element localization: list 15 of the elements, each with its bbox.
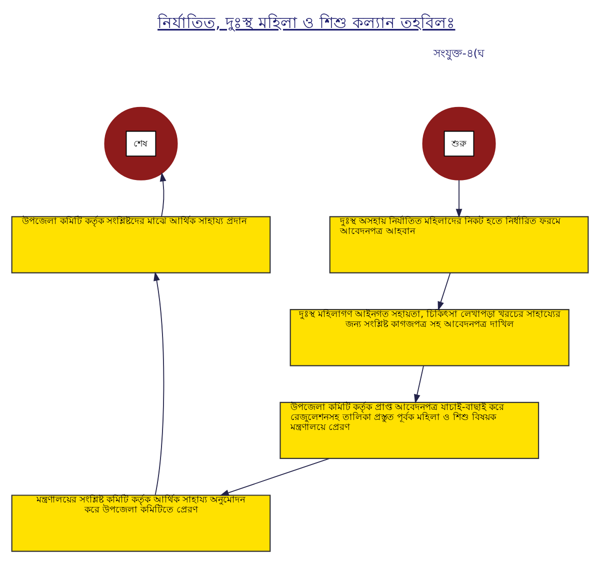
node-box: দুঃস্থ অসহায় নির্যাতিত মহিলাদের নিকট হতে নির্ধারিত ফরমে আবেদনপত্র আহবান <box>329 216 589 273</box>
arrow <box>414 364 424 404</box>
diagram-title: নির্যাতিত, দুঃস্থ মহিলা ও শিশু কল্যান তহবিলঃ <box>158 13 456 32</box>
arrow <box>160 172 166 217</box>
arrow <box>456 179 462 218</box>
label: সংযুক্ত-৪(ঘ <box>433 46 485 60</box>
node-box: মন্ত্রণালয়ের সংশ্লিষ্ট কমিটি কর্তৃক আর্থিক সাহায্য অনুমোদন করে উপজেলা কমিটিতে প্রেরণ <box>11 494 271 552</box>
node-box: উপজেলা কমিটি কর্তৃক প্রাপ্ত আবেদনপত্র যাচাই-বাছাই করে রেজুলেশনসহ তালিকা প্রস্তুত পূর্বক মহিলা ও শিশু বিষয়ক মন্ত্রণালয়ে প্রেরণ <box>280 401 540 459</box>
arrow <box>438 272 451 310</box>
arrow <box>154 271 164 495</box>
node-circle: শেষ <box>104 106 178 180</box>
node-box: উপজেলা কমিটি কর্তৃক সংশ্লিষ্টদের মাঝে আর্থিক সাহায্য প্রদান <box>11 216 271 273</box>
node-box: দুঃস্থ মহিলাগণ আইনগত সহায়তা, চিকিৎসা লেখাপড়া খরচের সাহায্যের জন্য সংশ্লিষ্ট কাগজপত্র সহ আবেদনপত্র দাখিল <box>290 308 570 366</box>
arrow <box>220 458 330 496</box>
node-circle: শুরু <box>422 106 496 180</box>
